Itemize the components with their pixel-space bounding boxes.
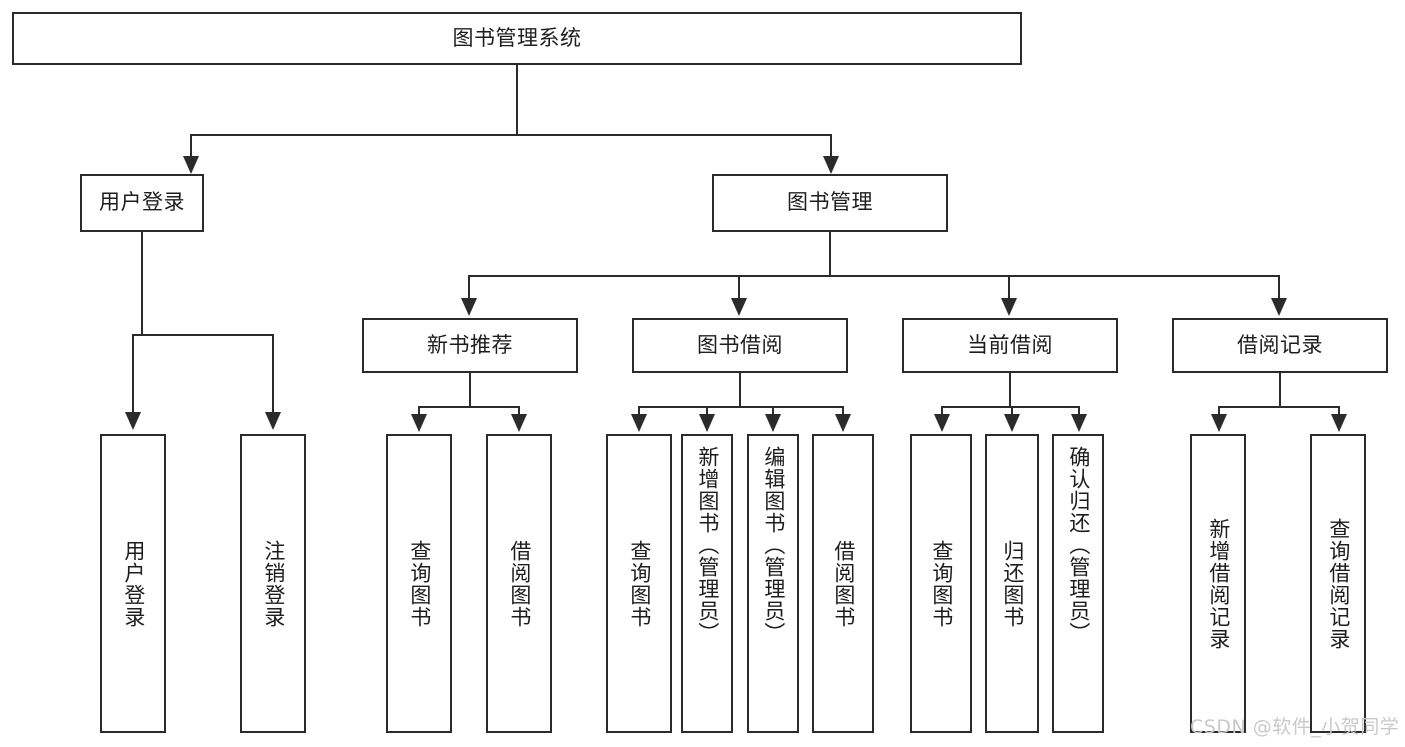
- arrowhead-bookborrow-to-leaf3: [765, 414, 781, 432]
- arrowhead-borrowrecord-to-leaf2: [1331, 414, 1347, 432]
- node-book-management-label: 图书管理: [787, 190, 873, 215]
- leaf-node[interactable]: 借阅图书: [812, 434, 874, 733]
- connector-user-bus: [132, 334, 273, 336]
- arrowhead-user-to-leaf1: [125, 412, 141, 430]
- connector-bookborrow-stem: [739, 373, 741, 407]
- leaf-node[interactable]: 查询图书: [910, 434, 972, 733]
- leaf-node[interactable]: 注销登录: [240, 434, 306, 733]
- leaf-node-label: 查询图书: [407, 539, 432, 628]
- leaf-node[interactable]: 新增借阅记录: [1190, 434, 1246, 733]
- connector-root-bus: [190, 134, 832, 136]
- leaf-node[interactable]: 确认归还（管理员）: [1052, 434, 1104, 733]
- node-book-borrow-label: 图书借阅: [697, 332, 783, 357]
- leaf-node-label: 新增图书（管理员）: [695, 446, 720, 644]
- connector-user-to-leaf2: [272, 334, 274, 414]
- leaf-node-label: 查询图书: [627, 539, 652, 628]
- arrowhead-root-to-user: [183, 156, 199, 174]
- node-borrow-record[interactable]: 借阅记录: [1172, 318, 1388, 373]
- arrowhead-bookmgmt-to-new: [461, 298, 477, 316]
- node-new-book-recommend[interactable]: 新书推荐: [362, 318, 578, 373]
- connector-bookborrow-bus: [638, 406, 843, 408]
- node-user-login[interactable]: 用户登录: [80, 174, 204, 232]
- leaf-node-label: 查询借阅记录: [1326, 517, 1351, 650]
- arrowhead-bookborrow-to-leaf2: [699, 414, 715, 432]
- leaf-node-label: 新增借阅记录: [1206, 517, 1231, 650]
- node-root-label: 图书管理系统: [452, 25, 582, 50]
- node-new-book-recommend-label: 新书推荐: [427, 332, 513, 357]
- connector-root-to-book: [830, 134, 832, 161]
- leaf-node[interactable]: 归还图书: [985, 434, 1039, 733]
- leaf-node-label: 查询图书: [929, 539, 954, 628]
- connector-borrowrecord-stem: [1279, 373, 1281, 407]
- connector-currentborrow-to-leaf3: [1078, 406, 1080, 416]
- connector-root-stem: [516, 65, 518, 135]
- arrowhead-currentborrow-to-leaf3: [1071, 414, 1087, 432]
- connector-bookmgmt-stem: [829, 232, 831, 276]
- leaf-node[interactable]: 查询图书: [606, 434, 672, 733]
- leaf-node-label: 借阅图书: [831, 539, 856, 628]
- arrowhead-currentborrow-to-leaf1: [934, 414, 950, 432]
- connector-bookmgmt-to-borrow: [738, 275, 740, 300]
- leaf-node-label: 注销登录: [261, 539, 286, 628]
- connector-bookmgmt-to-record: [1278, 275, 1280, 300]
- leaf-node-label: 编辑图书（管理员）: [761, 446, 786, 644]
- node-book-borrow[interactable]: 图书借阅: [632, 318, 848, 373]
- leaf-node[interactable]: 用户登录: [100, 434, 166, 733]
- node-current-borrow-label: 当前借阅: [967, 332, 1053, 357]
- node-current-borrow[interactable]: 当前借阅: [902, 318, 1118, 373]
- connector-bookborrow-to-leaf1: [638, 406, 640, 416]
- connector-bookborrow-to-leaf3: [772, 406, 774, 416]
- connector-currentborrow-to-leaf1: [941, 406, 943, 416]
- leaf-node[interactable]: 查询借阅记录: [1310, 434, 1366, 733]
- connector-currentborrow-bus: [941, 406, 1080, 408]
- connector-currentborrow-to-leaf2: [1011, 406, 1013, 416]
- leaf-node[interactable]: 查询图书: [386, 434, 452, 733]
- leaf-node[interactable]: 编辑图书（管理员）: [747, 434, 799, 733]
- arrowhead-root-to-book: [823, 156, 839, 174]
- connector-newbook-to-leaf1: [418, 406, 420, 416]
- connector-borrowrecord-bus: [1218, 406, 1340, 408]
- arrowhead-currentborrow-to-leaf2: [1004, 414, 1020, 432]
- connector-bookborrow-to-leaf4: [842, 406, 844, 416]
- connector-borrowrecord-to-leaf1: [1218, 406, 1220, 416]
- connector-bookmgmt-to-new: [468, 275, 470, 300]
- node-user-login-label: 用户登录: [99, 190, 185, 215]
- arrowhead-bookborrow-to-leaf1: [631, 414, 647, 432]
- connector-user-to-leaf1: [132, 334, 134, 414]
- connector-currentborrow-stem: [1009, 373, 1011, 407]
- connector-bookborrow-to-leaf2: [706, 406, 708, 416]
- csdn-watermark: CSDN @软件_小贺同学: [1190, 716, 1400, 738]
- node-borrow-record-label: 借阅记录: [1237, 332, 1323, 357]
- node-root[interactable]: 图书管理系统: [12, 12, 1022, 65]
- connector-bookmgmt-to-current: [1008, 275, 1010, 300]
- leaf-node-label: 归还图书: [1000, 539, 1025, 628]
- connector-user-stem: [141, 232, 143, 335]
- arrowhead-newbook-to-leaf1: [411, 414, 427, 432]
- leaf-node-label: 确认归还（管理员）: [1066, 446, 1091, 644]
- connector-newbook-stem: [469, 373, 471, 407]
- arrowhead-bookborrow-to-leaf4: [835, 414, 851, 432]
- connector-root-to-user: [190, 134, 192, 161]
- arrowhead-newbook-to-leaf2: [511, 414, 527, 432]
- arrowhead-bookmgmt-to-record: [1271, 298, 1287, 316]
- arrowhead-bookmgmt-to-borrow: [731, 298, 747, 316]
- connector-newbook-bus: [418, 406, 520, 408]
- arrowhead-bookmgmt-to-current: [1001, 298, 1017, 316]
- leaf-node[interactable]: 新增图书（管理员）: [681, 434, 733, 733]
- leaf-node-label: 用户登录: [121, 539, 146, 628]
- leaf-node-label: 借阅图书: [507, 539, 532, 628]
- arrowhead-user-to-leaf2: [265, 412, 281, 430]
- connector-bookmgmt-bus: [468, 275, 1279, 277]
- arrowhead-borrowrecord-to-leaf1: [1211, 414, 1227, 432]
- connector-borrowrecord-to-leaf2: [1338, 406, 1340, 416]
- node-book-management[interactable]: 图书管理: [712, 174, 948, 232]
- connector-newbook-to-leaf2: [518, 406, 520, 416]
- leaf-node[interactable]: 借阅图书: [486, 434, 552, 733]
